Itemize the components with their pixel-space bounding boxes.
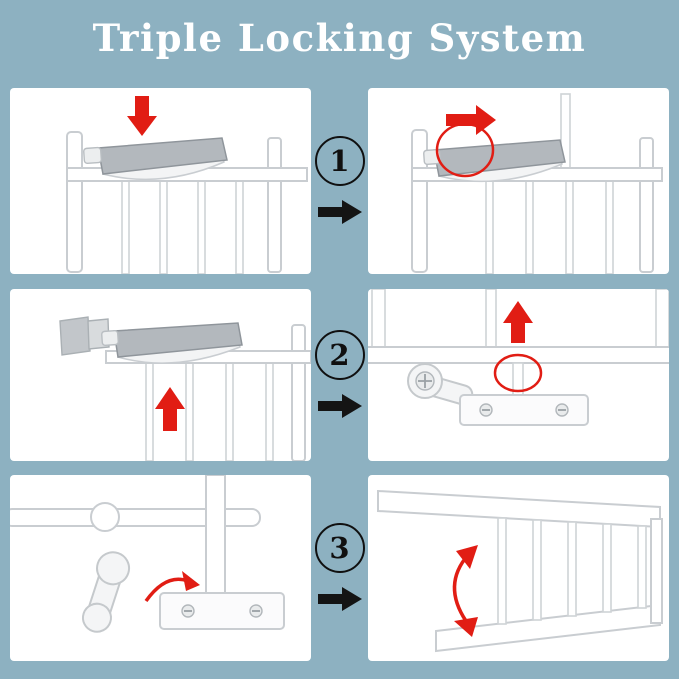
red-down-arrow-icon <box>127 96 157 136</box>
gate-handle-lift-illustration <box>59 316 311 461</box>
red-swing-arrowhead-bottom-icon <box>454 617 478 637</box>
step-number-3: 3 <box>314 523 365 573</box>
page-title: Triple Locking System <box>92 16 587 60</box>
right-arrow-icon <box>317 200 362 224</box>
gate-bottom-lock-illustration <box>368 289 669 426</box>
step-indicator-1: 1 <box>311 88 368 274</box>
gate-top-lock-slide-illustration <box>411 93 663 274</box>
panel-step3-open-gate <box>368 475 669 661</box>
red-curved-arrowhead-icon <box>182 571 200 591</box>
red-swing-arrow-icon <box>452 553 470 622</box>
panel-step3-turn-knob <box>10 475 311 661</box>
step-indicator-2: 2 <box>311 289 368 461</box>
step-indicator-3: 3 <box>311 475 368 661</box>
gate-knob-turn-illustration <box>10 475 285 633</box>
right-arrow-icon <box>317 394 362 418</box>
red-up-arrow-icon <box>503 301 533 343</box>
gate-swing-open-illustration <box>377 489 663 653</box>
panel-step2-lift-handle <box>10 289 311 461</box>
panel-step1-press <box>10 88 311 274</box>
panel-step2-bottom-lock <box>368 289 669 461</box>
right-arrow-icon <box>317 587 362 611</box>
red-up-arrow-icon <box>155 387 185 431</box>
step-number-2: 2 <box>314 330 365 380</box>
panel-step1-slide <box>368 88 669 274</box>
gate-top-lock-illustration <box>66 96 308 274</box>
step-number-1: 1 <box>314 136 365 186</box>
red-highlight-circle <box>493 353 543 393</box>
red-swing-arrowhead-top-icon <box>456 545 478 569</box>
red-right-arrow-icon <box>446 105 496 135</box>
